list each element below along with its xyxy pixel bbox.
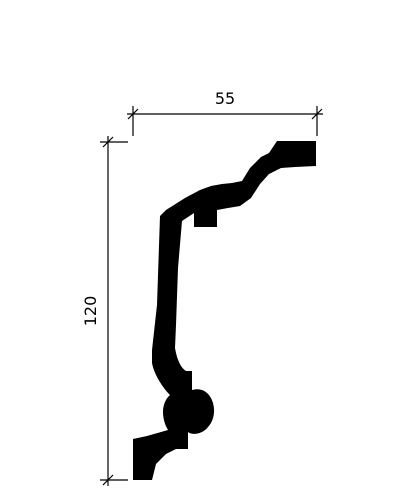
height-tick-bottom [102, 474, 114, 486]
height-tick-top [102, 136, 114, 148]
molding-profile-shape [133, 141, 316, 480]
width-dimension-label: 55 [215, 89, 235, 108]
width-tick-left [127, 108, 139, 120]
width-tick-right [311, 108, 323, 120]
height-dimension: 120 [81, 136, 128, 486]
width-dimension: 55 [127, 89, 323, 136]
height-dimension-label: 120 [81, 296, 100, 327]
